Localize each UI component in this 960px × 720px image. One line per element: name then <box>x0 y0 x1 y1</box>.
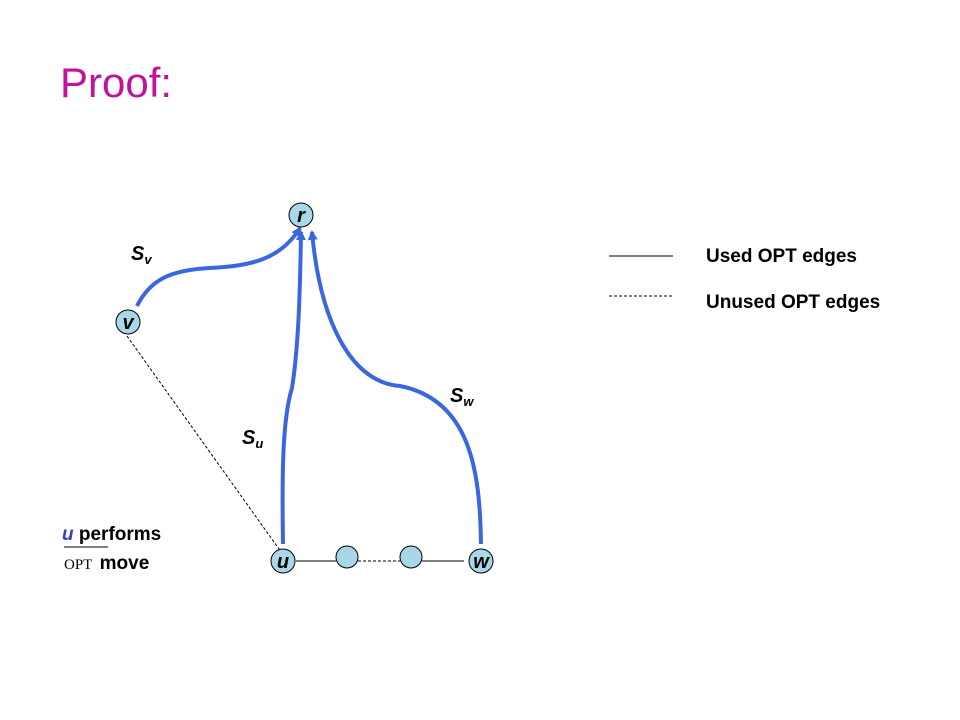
legend-unused-label: Unused OPT edges <box>706 292 880 313</box>
caption-line-2: OPT move <box>64 553 149 574</box>
node-intermediate-2 <box>399 545 423 569</box>
path-su <box>280 230 306 545</box>
opt-symbol: OPT <box>64 557 92 573</box>
label-sw: Sw <box>450 385 474 409</box>
edge-v-u-unused <box>126 335 280 550</box>
label-sv: Sv <box>131 243 152 267</box>
node-v-label: v <box>122 312 135 334</box>
node-intermediate-1 <box>335 545 359 569</box>
node-u-label: u <box>277 551 289 573</box>
node-w: w <box>468 548 494 574</box>
label-su: Su <box>242 427 263 451</box>
node-r-label: r <box>297 205 306 227</box>
node-w-label: w <box>473 551 490 573</box>
path-sv <box>135 226 302 307</box>
page-title: Proof: <box>60 59 173 106</box>
legend-used-label: Used OPT edges <box>706 246 857 267</box>
node-u: u <box>270 548 296 574</box>
node-r: r <box>288 202 314 228</box>
caption: u performs OPT move <box>62 524 161 574</box>
node-v: v <box>115 309 141 335</box>
legend: Used OPT edges Unused OPT edges <box>609 246 880 313</box>
path-sw <box>307 230 483 545</box>
caption-line-1: u performs <box>62 524 161 545</box>
